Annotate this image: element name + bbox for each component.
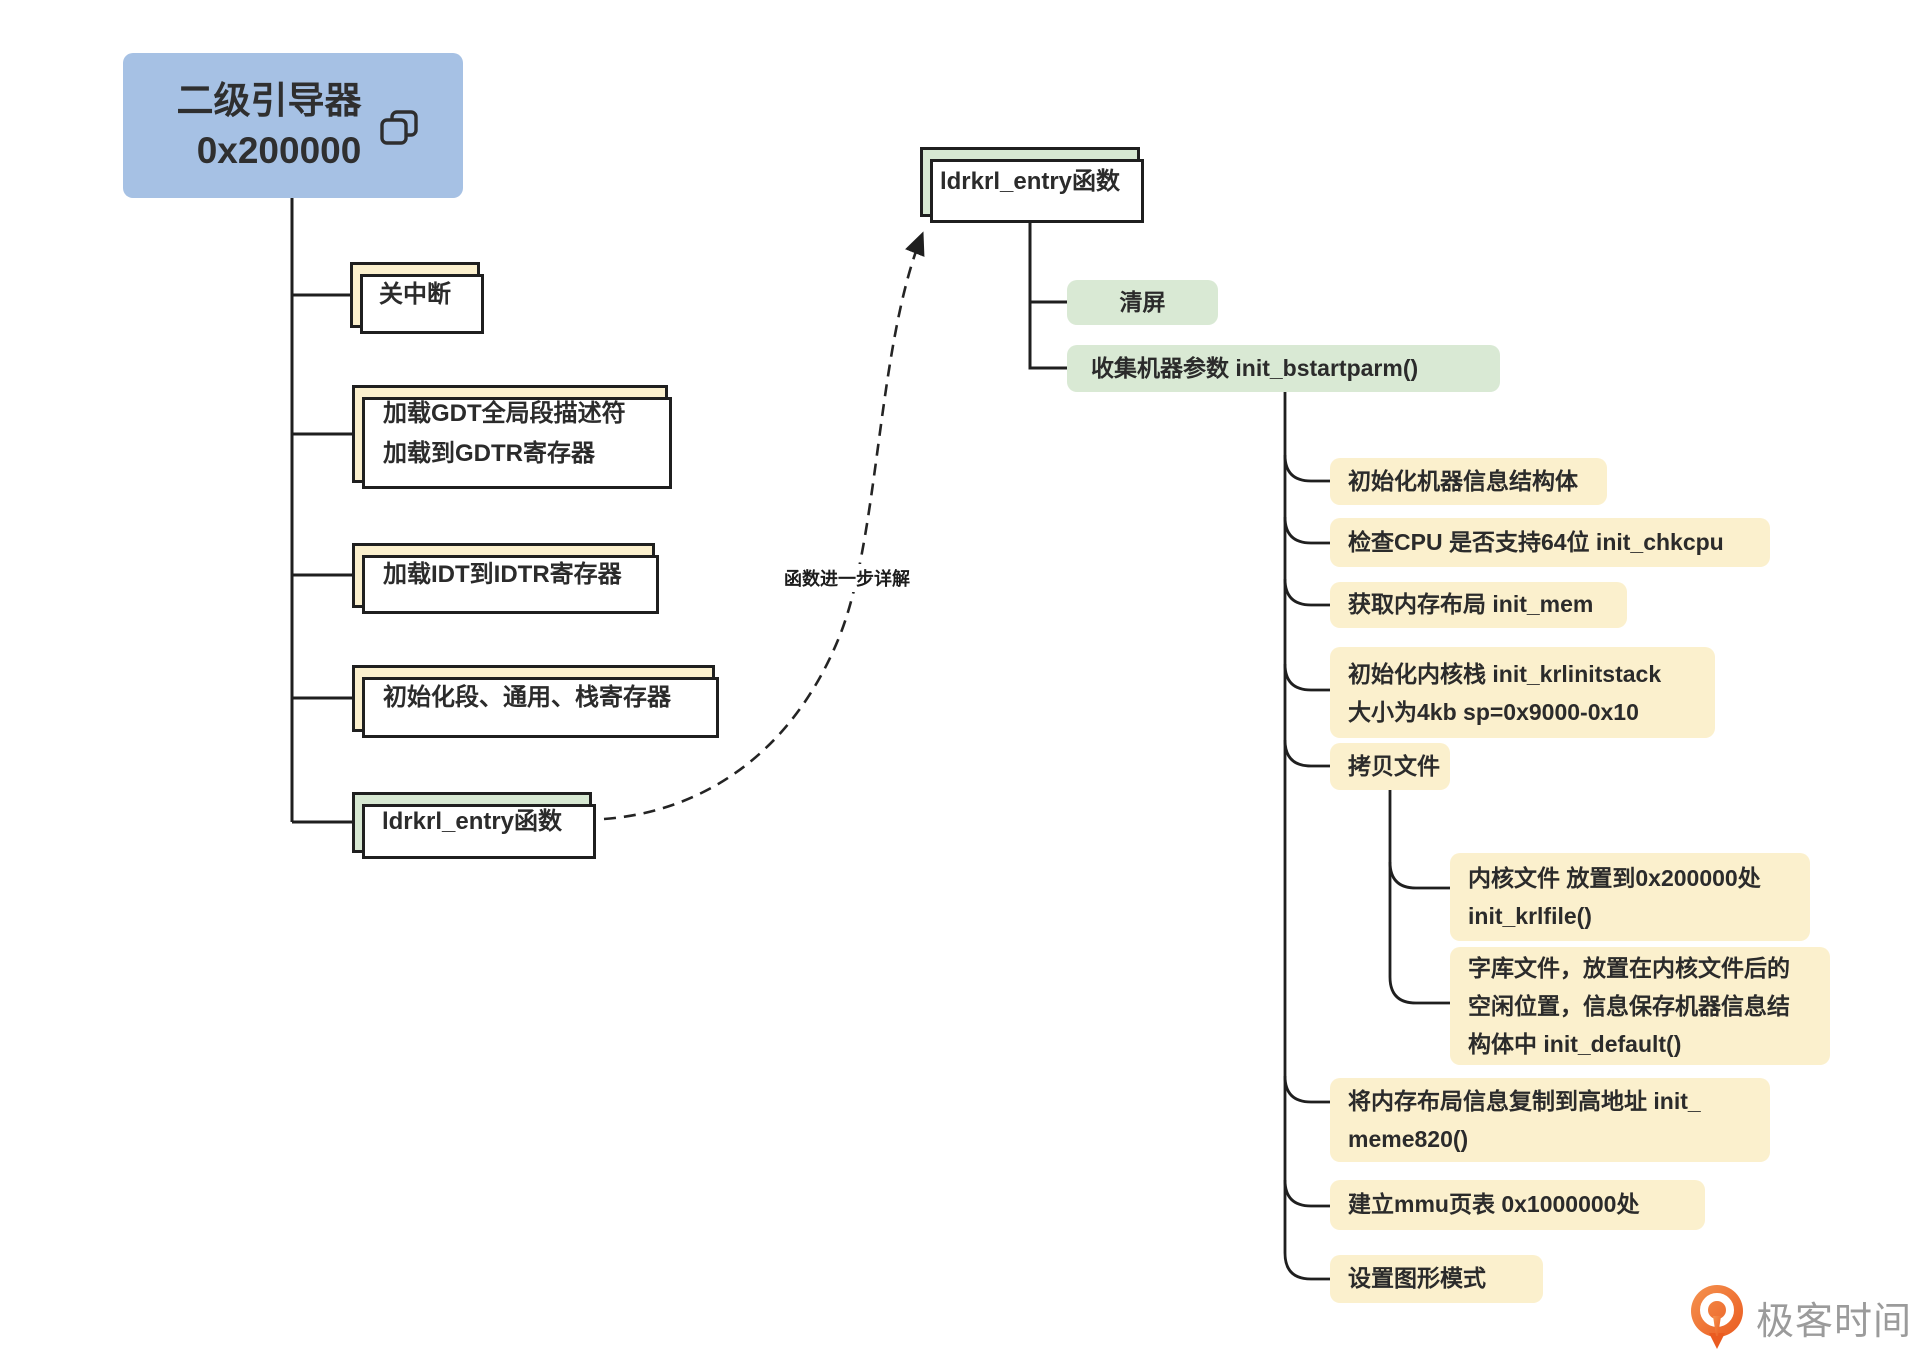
- node-label-line2: init_krlfile(): [1468, 903, 1592, 929]
- node-label-line2: meme820(): [1348, 1126, 1469, 1152]
- node-label: 获取内存布局 init_mem: [1348, 591, 1594, 618]
- node-init-machine-struct[interactable]: 初始化机器信息结构体: [1330, 458, 1607, 505]
- node-init-kernel-stack[interactable]: 初始化内核栈 init_krlinitstack 大小为4kb sp=0x900…: [1330, 647, 1715, 738]
- node-get-memory-layout[interactable]: 获取内存布局 init_mem: [1330, 582, 1627, 628]
- node-label: 初始化机器信息结构体: [1348, 467, 1578, 494]
- right-tree-connectors: [1283, 392, 1450, 1281]
- node-clear-screen[interactable]: 清屏: [1067, 280, 1218, 325]
- node-load-idt[interactable]: 加载IDT到IDTR寄存器: [352, 543, 659, 614]
- edge-label-detail: 函数进一步详解: [772, 564, 922, 592]
- left-tree-connectors: [290, 198, 352, 824]
- node-close-interrupt[interactable]: 关中断: [350, 262, 484, 334]
- node-label: 拷贝文件: [1348, 752, 1440, 779]
- node-load-gdt[interactable]: 加载GDT全局段描述符 加载到GDTR寄存器: [352, 385, 672, 489]
- node-label: 检查CPU 是否支持64位 init_chkcpu: [1348, 528, 1724, 555]
- node-label-line1: 将内存布局信息复制到高地址 init_: [1348, 1088, 1701, 1114]
- node-label: 设置图形模式: [1348, 1265, 1486, 1292]
- node-collect-params[interactable]: 收集机器参数 init_bstartparm(): [1067, 345, 1500, 392]
- node-ldrkrl-entry-left[interactable]: ldrkrl_entry函数: [352, 792, 596, 859]
- root-title-line2: 0x200000: [196, 129, 362, 171]
- geektime-logo-icon: [1691, 1285, 1743, 1349]
- node-label-line1: 字库文件，放置在内核文件后的: [1468, 955, 1790, 981]
- node-label-line3: 构体中 init_default(): [1468, 1031, 1682, 1057]
- node-label: ldrkrl_entry函数: [381, 808, 563, 836]
- node-label: 关中断: [379, 280, 451, 308]
- node-label-line1: 初始化内核栈 init_krlinitstack: [1348, 660, 1662, 687]
- node-label: 清屏: [1119, 288, 1166, 315]
- node-ldrkrl-entry-top[interactable]: ldrkrl_entry函数: [920, 147, 1144, 223]
- geektime-logo: 极客时间: [1690, 1284, 1912, 1350]
- detail-edge-dashed: [603, 231, 925, 821]
- node-label: 加载IDT到IDTR寄存器: [383, 561, 622, 589]
- node-label: 初始化段、通用、栈寄存器: [383, 684, 671, 712]
- node-label-line2: 空闲位置，信息保存机器信息结: [1468, 993, 1790, 1019]
- node-root-bootloader[interactable]: 二级引导器 0x200000: [123, 53, 463, 198]
- node-set-graphics-mode[interactable]: 设置图形模式: [1330, 1255, 1543, 1303]
- node-label: 建立mmu页表 0x1000000处: [1348, 1191, 1640, 1218]
- node-check-cpu[interactable]: 检查CPU 是否支持64位 init_chkcpu: [1330, 518, 1770, 567]
- root-title-line1: 二级引导器: [176, 79, 362, 121]
- node-label-line1: 内核文件 放置到0x200000处: [1468, 865, 1761, 891]
- node-copy-files[interactable]: 拷贝文件: [1330, 743, 1450, 790]
- node-build-mmu-table[interactable]: 建立mmu页表 0x1000000处: [1330, 1180, 1705, 1230]
- node-label: ldrkrl_entry函数: [939, 167, 1121, 195]
- node-label-line2: 加载到GDTR寄存器: [383, 440, 595, 467]
- node-label: 收集机器参数 init_bstartparm(): [1091, 354, 1419, 381]
- edge-label-text: 函数进一步详解: [784, 569, 910, 589]
- node-label-line1: 加载GDT全局段描述符: [383, 400, 626, 427]
- node-font-file[interactable]: 字库文件，放置在内核文件后的 空闲位置，信息保存机器信息结 构体中 init_d…: [1450, 947, 1830, 1065]
- node-copy-e820[interactable]: 将内存布局信息复制到高地址 init_ meme820(): [1330, 1078, 1770, 1162]
- top-tree-connectors: [1028, 217, 1067, 370]
- node-kernel-file[interactable]: 内核文件 放置到0x200000处 init_krlfile(): [1450, 853, 1810, 941]
- geektime-logo-text: 极客时间: [1756, 1300, 1913, 1343]
- node-init-registers[interactable]: 初始化段、通用、栈寄存器: [352, 665, 719, 738]
- node-label-line2: 大小为4kb sp=0x9000-0x10: [1348, 698, 1639, 725]
- copy-link-icon[interactable]: [379, 109, 421, 147]
